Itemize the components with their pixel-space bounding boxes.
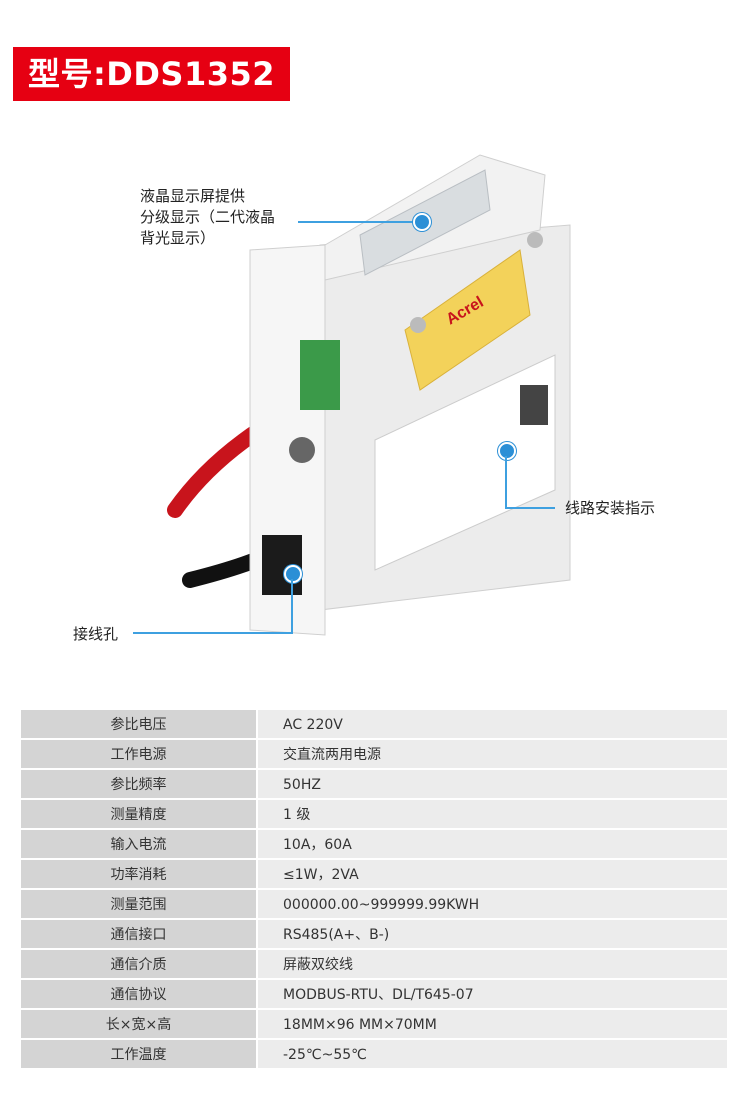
spec-key: 测量范围 [21,890,256,920]
spec-key: 功率消耗 [21,860,256,890]
spec-key: 通信接口 [21,920,256,950]
spec-value: 000000.00~999999.99KWH [258,890,727,920]
spec-value: MODBUS-RTU、DL/T645-07 [258,980,727,1010]
callout-hole-connector-h [133,632,293,634]
callout-lcd-connector [298,221,420,223]
spec-value: 50HZ [258,770,727,800]
callout-hole-marker [284,565,302,583]
spec-value: -25℃~55℃ [258,1040,727,1070]
spec-value: AC 220V [258,710,727,740]
callout-lcd-line-1: 液晶显示屏提供 [140,187,246,205]
spec-row: 功率消耗≤1W，2VA [21,860,727,890]
spec-key: 工作温度 [21,1040,256,1070]
spec-value: 10A，60A [258,830,727,860]
energy-meter-image: Acrel [167,154,571,636]
spec-value: ≤1W，2VA [258,860,727,890]
callout-wiring-connector-v [505,456,507,508]
spec-label [374,354,556,571]
callout-lcd-text: 液晶显示屏提供 分级显示（二代液晶 背光显示） [140,186,275,249]
spec-row: 工作电源交直流两用电源 [21,740,727,770]
spec-key: 测量精度 [21,800,256,830]
spec-key: 通信介质 [21,950,256,980]
spec-key: 长×宽×高 [21,1010,256,1040]
spec-value: 屏蔽双绞线 [258,950,727,980]
spec-key: 参比电压 [21,710,256,740]
green-terminal [300,340,340,410]
callout-wiring-marker [498,442,516,460]
callout-lcd-line-2: 分级显示（二代液晶 [140,208,276,226]
callout-hole-connector-v [291,579,293,633]
spec-key: 通信协议 [21,980,256,1010]
terminal-screw [289,437,315,463]
spec-key: 输入电流 [21,830,256,860]
callout-hole-text: 接线孔 [73,625,119,643]
qr-code [520,385,548,425]
callout-wiring-text: 线路安装指示 [565,499,656,517]
callout-lcd-marker [413,213,431,231]
mount-screw-right [527,232,543,248]
spec-row: 通信介质屏蔽双绞线 [21,950,727,980]
callout-wiring-connector-h [505,507,555,509]
spec-value: 交直流两用电源 [258,740,727,770]
spec-key: 参比频率 [21,770,256,800]
spec-value: 1 级 [258,800,727,830]
callout-lcd-line-3: 背光显示） [140,229,216,247]
mount-screw-left [410,317,426,333]
spec-row: 工作温度-25℃~55℃ [21,1040,727,1070]
spec-value: RS485(A+、B-) [258,920,727,950]
cert-label [404,249,531,391]
model-title-banner: 型号:DDS1352 [13,47,290,101]
spec-value: 18MM×96 MM×70MM [258,1010,727,1040]
spec-key: 工作电源 [21,740,256,770]
